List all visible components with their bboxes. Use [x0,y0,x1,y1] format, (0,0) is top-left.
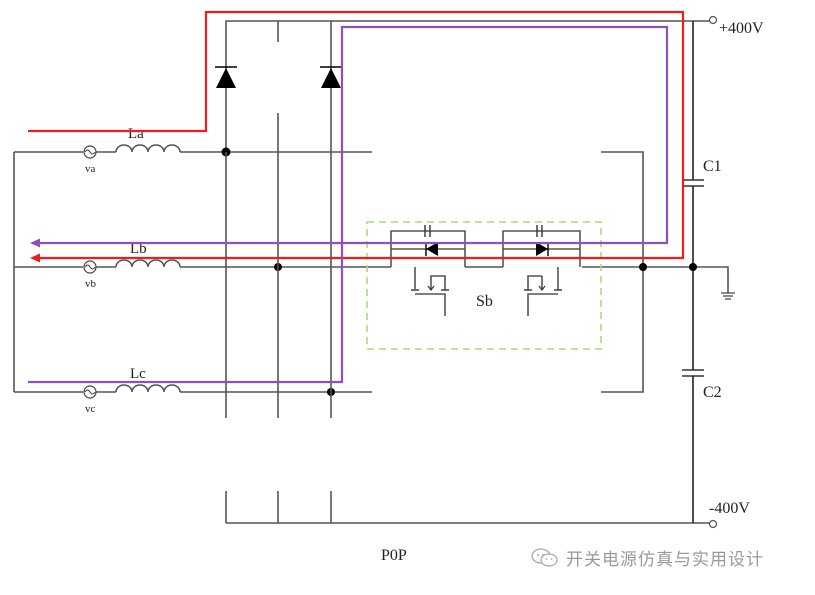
diagram-label: P0P [381,547,407,564]
mosfet-right [524,267,562,316]
source-va-label: va [85,163,96,175]
arrow-left-icon [30,253,40,263]
node-mid-1 [639,263,647,271]
current-path-red [28,10,685,263]
phase-c: Lc vc [14,366,372,415]
negative-rail: -400V [225,491,750,529]
positive-terminal [708,15,718,25]
negative-rail-label: -400V [709,500,750,517]
capacitor-c1-label: C1 [703,158,722,175]
arrow-left-icon [30,238,40,248]
inductor-lc-label: Lc [130,366,146,382]
source-vc-label: vc [85,403,96,415]
ground-icon [721,266,735,300]
wechat-icon [531,547,558,567]
inductor-la-label: La [128,126,144,142]
inductor-lb-label: Lb [130,241,147,257]
body-diode-right [536,242,549,256]
positive-rail-label: +400V [719,20,764,37]
inductor-lb [115,259,181,268]
mosfet-left [411,267,449,316]
current-path-purple [28,25,669,384]
switch-sb-label: Sb [476,293,493,310]
source-vb-label: vb [85,278,97,290]
watermark-text: 开关电源仿真与实用设计 [566,550,764,570]
capacitor-c2 [682,369,704,377]
node-midpoint [689,263,697,271]
capacitor-c2-label: C2 [703,384,722,401]
capacitor-c1 [682,179,704,187]
switch-sb: Sb [366,221,602,350]
watermark: 开关电源仿真与实用设计 [530,545,764,570]
diode-upper-a [215,66,237,88]
capacitor-column: C1 C2 [682,21,722,523]
negative-terminal [708,519,718,529]
body-diode-left [425,242,438,256]
switch-sb-box [366,221,602,350]
inductor-lc [115,384,181,393]
phase-b: Lb vb [14,241,391,290]
inductor-la [115,144,181,153]
diode-upper-c [320,66,342,88]
